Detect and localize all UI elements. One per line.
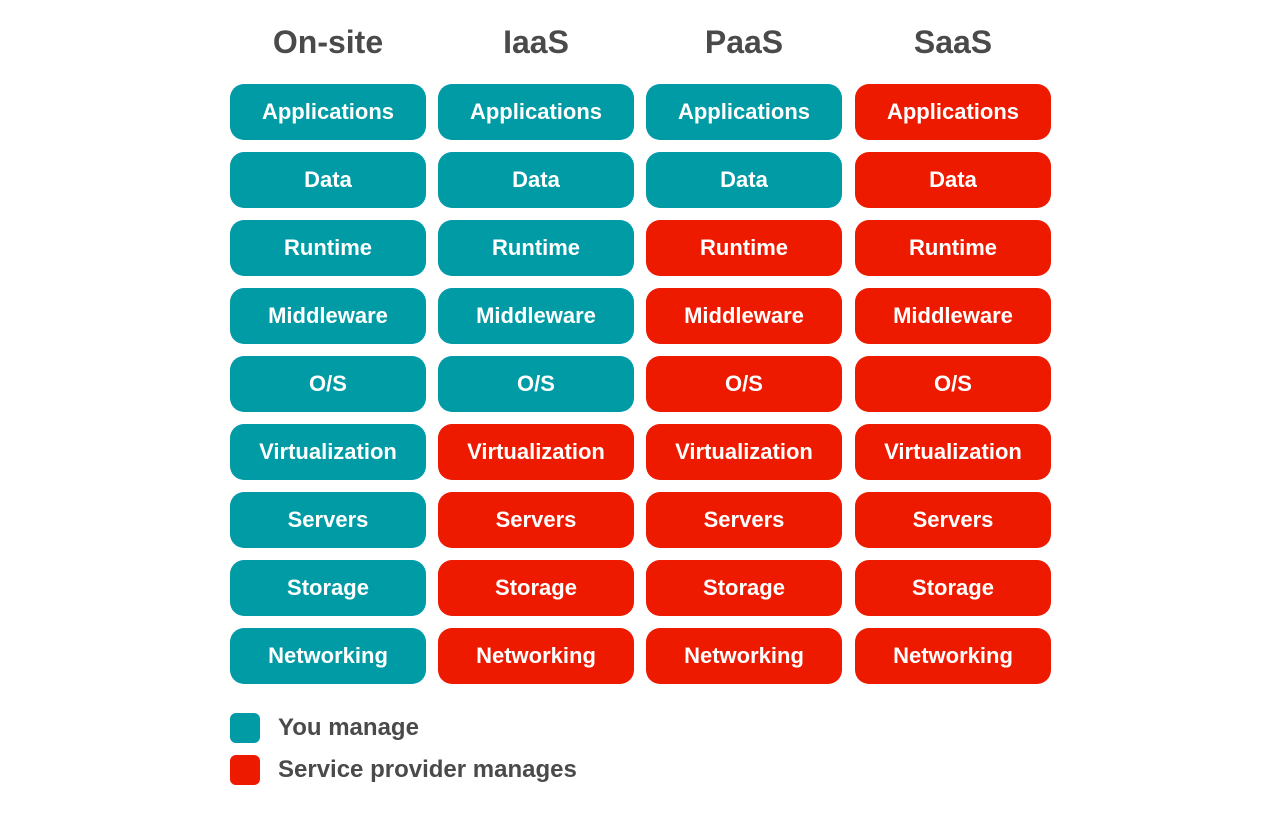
layer-o-s: O/S bbox=[230, 356, 426, 412]
layer-storage: Storage bbox=[438, 560, 634, 616]
legend-label: Service provider manages bbox=[278, 756, 577, 783]
layer-servers: Servers bbox=[855, 492, 1051, 548]
layer-servers: Servers bbox=[230, 492, 426, 548]
legend-label: You manage bbox=[278, 714, 419, 741]
layer-o-s: O/S bbox=[438, 356, 634, 412]
legend-item-provider-manages: Service provider manages bbox=[230, 754, 577, 786]
layer-networking: Networking bbox=[646, 628, 842, 684]
legend-item-you-manage: You manage bbox=[230, 712, 419, 744]
layer-applications: Applications bbox=[438, 84, 634, 140]
layer-servers: Servers bbox=[438, 492, 634, 548]
layer-storage: Storage bbox=[230, 560, 426, 616]
layer-networking: Networking bbox=[230, 628, 426, 684]
column-header-saas: SaaS bbox=[913, 24, 993, 60]
layer-data: Data bbox=[438, 152, 634, 208]
layer-data: Data bbox=[646, 152, 842, 208]
layer-runtime: Runtime bbox=[855, 220, 1051, 276]
layer-runtime: Runtime bbox=[230, 220, 426, 276]
layer-storage: Storage bbox=[646, 560, 842, 616]
layer-networking: Networking bbox=[438, 628, 634, 684]
layer-data: Data bbox=[855, 152, 1051, 208]
column-header-on-site: On-site bbox=[272, 24, 384, 60]
layer-middleware: Middleware bbox=[855, 288, 1051, 344]
layer-applications: Applications bbox=[646, 84, 842, 140]
layer-servers: Servers bbox=[646, 492, 842, 548]
layer-virtualization: Virtualization bbox=[438, 424, 634, 480]
column-header-paas: PaaS bbox=[704, 24, 784, 60]
layer-applications: Applications bbox=[230, 84, 426, 140]
layer-networking: Networking bbox=[855, 628, 1051, 684]
legend-swatch bbox=[230, 755, 260, 785]
column-headers: On-site IaaS PaaS SaaS bbox=[230, 24, 1050, 68]
layer-virtualization: Virtualization bbox=[855, 424, 1051, 480]
layer-o-s: O/S bbox=[646, 356, 842, 412]
layer-virtualization: Virtualization bbox=[646, 424, 842, 480]
layer-virtualization: Virtualization bbox=[230, 424, 426, 480]
layer-storage: Storage bbox=[855, 560, 1051, 616]
legend-swatch bbox=[230, 713, 260, 743]
layer-middleware: Middleware bbox=[646, 288, 842, 344]
layer-runtime: Runtime bbox=[646, 220, 842, 276]
layer-data: Data bbox=[230, 152, 426, 208]
layer-middleware: Middleware bbox=[230, 288, 426, 344]
layer-applications: Applications bbox=[855, 84, 1051, 140]
layer-o-s: O/S bbox=[855, 356, 1051, 412]
layer-middleware: Middleware bbox=[438, 288, 634, 344]
column-header-iaas: IaaS bbox=[503, 24, 569, 60]
layer-runtime: Runtime bbox=[438, 220, 634, 276]
